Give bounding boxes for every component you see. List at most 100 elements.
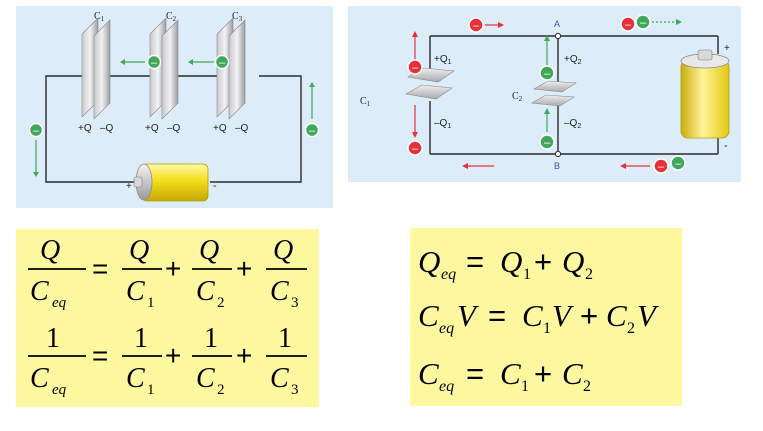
svg-text:–: – bbox=[675, 158, 682, 170]
svg-text:+: + bbox=[165, 340, 181, 371]
parallel-capacitance-formula: Q eq = Q 1 + Q 2 C eq V = C 1 V + C 2 V bbox=[410, 228, 682, 406]
node-a-dot bbox=[554, 32, 562, 40]
svg-text:C: C bbox=[126, 363, 145, 394]
plus-q1-label: +Q1 bbox=[434, 54, 452, 66]
svg-text:+: + bbox=[580, 298, 598, 333]
svg-text:Q: Q bbox=[273, 235, 293, 266]
svg-text:+: + bbox=[236, 340, 252, 371]
svg-text:eq: eq bbox=[52, 382, 67, 398]
svg-text:eq: eq bbox=[439, 378, 454, 395]
svg-text:Q: Q bbox=[500, 244, 522, 279]
svg-text:=: = bbox=[92, 340, 108, 371]
svg-text:C: C bbox=[196, 363, 215, 394]
series-electron-flow: – – – – bbox=[28, 54, 320, 177]
svg-text:–: – bbox=[412, 143, 419, 155]
svg-text:2: 2 bbox=[627, 320, 635, 337]
minus-q2-label: –Q2 bbox=[564, 118, 581, 130]
svg-text:eq: eq bbox=[439, 320, 454, 337]
series-c3-minus-q: –Q bbox=[235, 123, 249, 134]
svg-text:–: – bbox=[640, 17, 647, 29]
svg-text:Q: Q bbox=[40, 235, 60, 266]
svg-text:–: – bbox=[219, 57, 226, 69]
svg-text:1: 1 bbox=[521, 378, 529, 395]
svg-text:V: V bbox=[637, 298, 659, 333]
svg-text:–: – bbox=[658, 161, 665, 173]
parallel-wires bbox=[429, 35, 719, 155]
svg-text:C: C bbox=[606, 298, 627, 333]
svg-text:1: 1 bbox=[46, 323, 60, 354]
svg-text:C: C bbox=[30, 276, 49, 307]
svg-text:–: – bbox=[544, 137, 551, 149]
svg-text:–: – bbox=[473, 20, 480, 32]
parallel-formula-charge-row: Q eq = Q 1 + Q 2 bbox=[418, 244, 593, 283]
svg-text:+: + bbox=[724, 43, 730, 54]
svg-text:+: + bbox=[534, 356, 552, 391]
svg-text:3: 3 bbox=[291, 295, 299, 311]
svg-text:C: C bbox=[418, 298, 439, 333]
svg-text:2: 2 bbox=[585, 266, 593, 283]
svg-text:Q: Q bbox=[562, 244, 584, 279]
svg-text:1: 1 bbox=[523, 266, 531, 283]
svg-text:C: C bbox=[562, 356, 583, 391]
parallel-battery: + - bbox=[680, 43, 730, 152]
svg-text:1: 1 bbox=[134, 323, 148, 354]
svg-text:–: – bbox=[412, 62, 419, 74]
plus-q2-label: +Q2 bbox=[564, 54, 582, 66]
svg-text:1: 1 bbox=[543, 320, 551, 337]
series-capacitance-formula: Q C eq = Q C 1 + Q C 2 + Q C 3 bbox=[16, 229, 319, 407]
svg-text:Q: Q bbox=[418, 244, 440, 279]
svg-text:2: 2 bbox=[583, 378, 591, 395]
svg-text:C: C bbox=[500, 356, 521, 391]
series-battery: + - bbox=[126, 163, 217, 202]
series-c3-label: C3 bbox=[232, 11, 243, 23]
svg-text:2: 2 bbox=[217, 295, 225, 311]
parallel-circuit-diagram: A B C1 C2 +Q1 –Q1 +Q2 –Q2 – – bbox=[348, 6, 741, 182]
parallel-c2-label: C2 bbox=[512, 91, 523, 103]
svg-text:Q: Q bbox=[129, 235, 149, 266]
svg-text:+: + bbox=[165, 253, 181, 284]
svg-text:C: C bbox=[418, 356, 439, 391]
svg-text:eq: eq bbox=[441, 266, 456, 283]
svg-text:V: V bbox=[552, 298, 574, 333]
parallel-charge-flow: – – – – – – – bbox=[407, 14, 686, 174]
svg-text:=: = bbox=[466, 244, 484, 279]
node-a-label: A bbox=[554, 19, 560, 29]
parallel-formula-sum-row: C eq = C 1 + C 2 bbox=[418, 356, 591, 395]
svg-text:+: + bbox=[236, 253, 252, 284]
svg-text:–: – bbox=[544, 68, 551, 80]
svg-text:=: = bbox=[466, 356, 484, 391]
svg-text:-: - bbox=[213, 180, 217, 192]
series-c1-minus-q: –Q bbox=[100, 123, 114, 134]
series-c1-label: C1 bbox=[94, 11, 105, 23]
svg-text:1: 1 bbox=[147, 295, 155, 311]
svg-text:–: – bbox=[33, 125, 40, 137]
series-wires bbox=[45, 75, 302, 183]
svg-text:Q: Q bbox=[199, 235, 219, 266]
series-capacitor-1 bbox=[81, 17, 111, 120]
svg-text:eq: eq bbox=[52, 295, 67, 311]
parallel-capacitor-2 bbox=[531, 80, 577, 107]
node-b-dot bbox=[554, 150, 562, 158]
svg-text:C: C bbox=[522, 298, 543, 333]
svg-text:+: + bbox=[126, 181, 132, 192]
svg-text:–: – bbox=[309, 125, 316, 137]
svg-text:V: V bbox=[457, 298, 479, 333]
svg-text:1: 1 bbox=[147, 382, 155, 398]
node-b-label: B bbox=[554, 161, 560, 171]
svg-text:1: 1 bbox=[204, 323, 218, 354]
series-formula-reciprocal-row: 1 C eq = 1 C 1 + 1 C 2 + 1 C 3 bbox=[28, 323, 307, 398]
svg-text:+: + bbox=[534, 244, 552, 279]
svg-text:=: = bbox=[488, 298, 506, 333]
svg-text:1: 1 bbox=[278, 323, 292, 354]
parallel-formula-cv-row: C eq V = C 1 V + C 2 V bbox=[418, 298, 659, 337]
svg-text:C: C bbox=[126, 276, 145, 307]
svg-text:-: - bbox=[724, 140, 728, 152]
svg-text:C: C bbox=[270, 363, 289, 394]
svg-text:–: – bbox=[151, 57, 158, 69]
minus-q1-label: –Q1 bbox=[434, 118, 451, 130]
svg-text:C: C bbox=[30, 363, 49, 394]
series-circuit-diagram: C1 C2 C3 +Q –Q +Q –Q +Q –Q – – – – bbox=[16, 6, 333, 208]
series-c1-plus-q: +Q bbox=[78, 123, 92, 134]
svg-text:C: C bbox=[270, 276, 289, 307]
svg-text:2: 2 bbox=[217, 382, 225, 398]
